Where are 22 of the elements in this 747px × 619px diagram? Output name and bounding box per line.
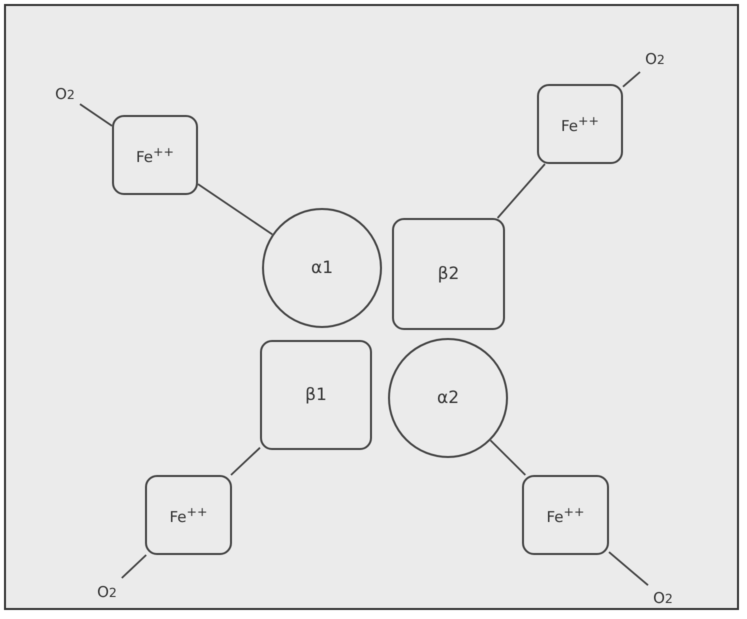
- subunit-box: [392, 218, 505, 330]
- connector-line: [198, 183, 273, 236]
- connector-line: [230, 447, 261, 476]
- subunit-box: [260, 340, 372, 450]
- node-label: α2: [436, 388, 460, 408]
- connector-line: [496, 163, 546, 219]
- node-label: Fe$^{++}$: [561, 113, 599, 135]
- connector-line: [121, 554, 147, 579]
- heme-box: [537, 84, 623, 164]
- node-label: Fe$^{++}$: [170, 504, 208, 526]
- node-label: β1: [305, 384, 327, 406]
- connector-line: [608, 551, 649, 586]
- heme-box: [522, 475, 609, 555]
- node-label: β2: [438, 264, 460, 284]
- connector-line: [80, 103, 112, 127]
- heme-box: [112, 115, 198, 195]
- node-label: α1: [310, 258, 334, 278]
- heme-box: [145, 475, 232, 555]
- node-label: Fe$^{++}$: [546, 504, 584, 526]
- connector-line: [490, 440, 526, 476]
- node-label: Fe$^{++}$: [136, 144, 174, 166]
- connector-line: [622, 71, 641, 88]
